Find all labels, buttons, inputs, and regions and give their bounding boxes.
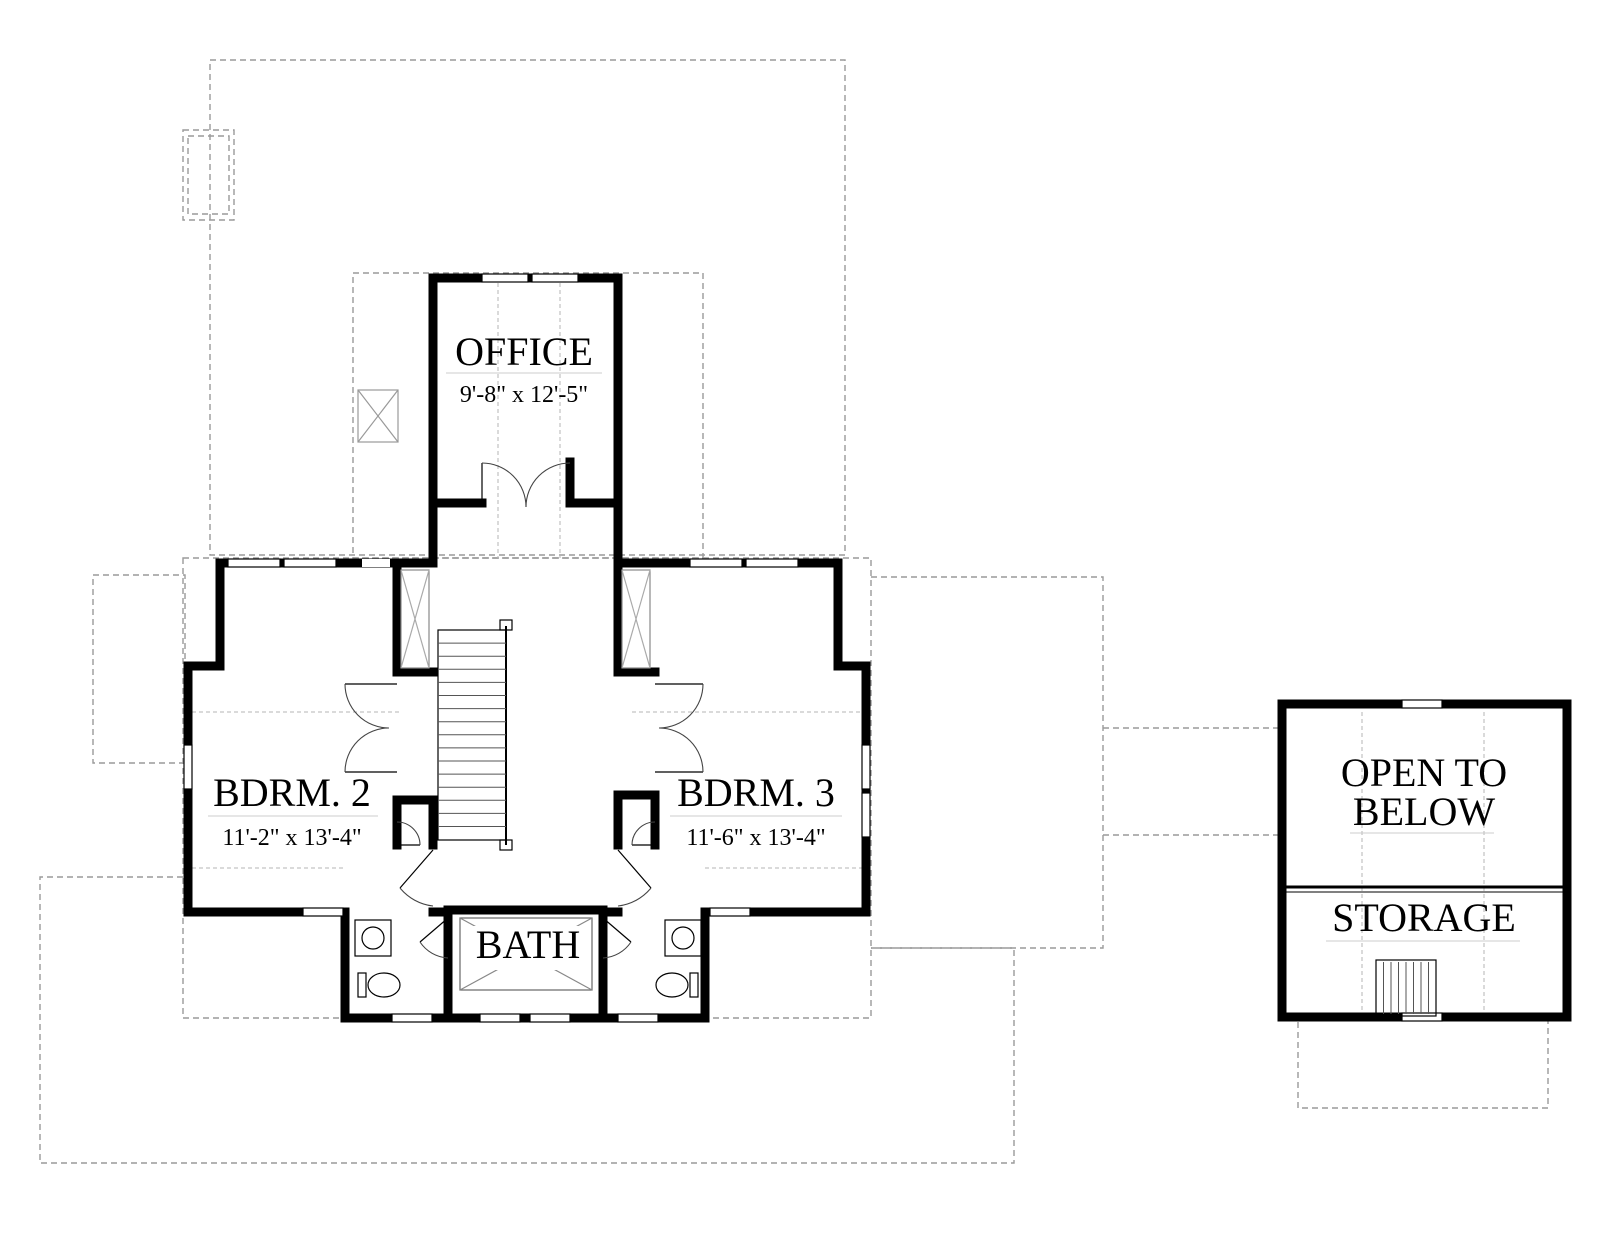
- door-swings: [344, 462, 704, 959]
- interior-guides: [192, 283, 1485, 1012]
- bdrm3-name: BDRM. 3: [677, 770, 835, 815]
- bdrm2-name: BDRM. 2: [213, 770, 371, 815]
- windows: [183, 273, 1443, 1023]
- roof-outlines: [39, 59, 1549, 1164]
- skylight-symbol: [357, 389, 399, 443]
- open-to-below-line2: BELOW: [1353, 789, 1495, 834]
- room-labels: OFFICE 9'-8" x 12'-5" BDRM. 2 11'-2" x 1…: [208, 329, 1520, 967]
- storage-name: STORAGE: [1332, 895, 1516, 940]
- bdrm2-dims: 11'-2" x 13'-4": [222, 825, 361, 851]
- open-to-below-line1: OPEN TO: [1341, 750, 1507, 795]
- plumbing-fixtures: [354, 917, 702, 998]
- attic-stair: [1375, 959, 1437, 1017]
- bdrm3-dims: 11'-6" x 13'-4": [686, 825, 825, 851]
- office-name: OFFICE: [455, 329, 593, 374]
- staircase: [437, 619, 513, 851]
- closet-shelves: [400, 569, 651, 669]
- bath-name: BATH: [476, 922, 580, 967]
- office-dims: 9'-8" x 12'-5": [460, 382, 588, 408]
